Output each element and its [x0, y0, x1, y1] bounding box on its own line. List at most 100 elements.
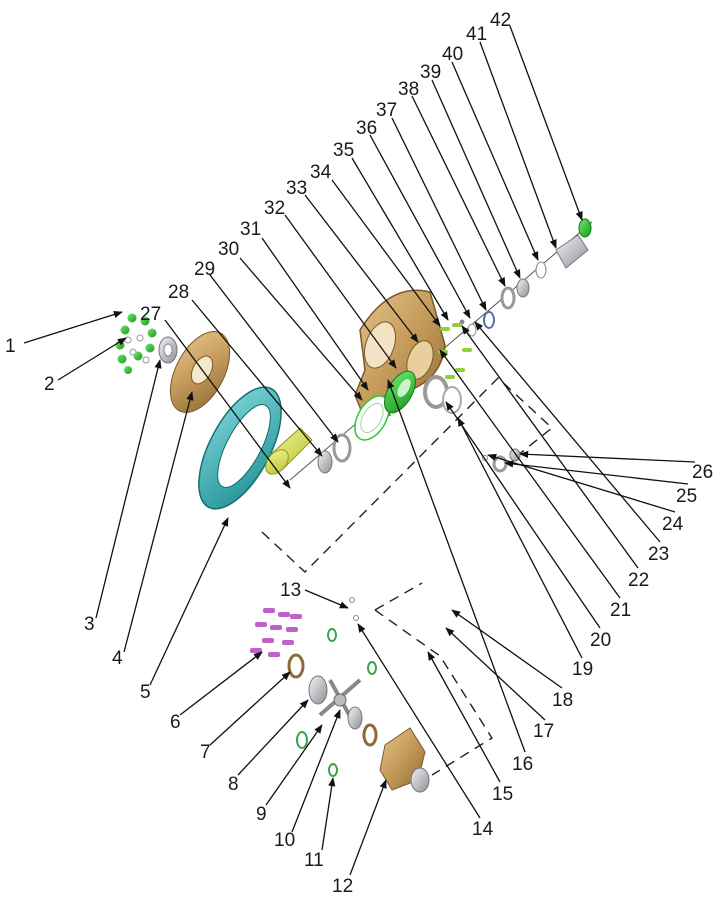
- pinion-washer-part: [328, 763, 338, 777]
- crush-sleeve-part: [354, 395, 390, 441]
- callout-28: 28: [168, 282, 189, 303]
- leader-line-5: [149, 517, 229, 686]
- callout-22: 22: [628, 570, 649, 591]
- leader-line-41: [479, 41, 557, 249]
- callout-19: 19: [572, 659, 593, 680]
- assembly-guide-lines: [261, 377, 554, 776]
- callout-21: 21: [610, 600, 631, 621]
- callout-27: 27: [140, 304, 161, 325]
- leader-line-26: [519, 450, 696, 463]
- leader-line-38: [411, 95, 506, 287]
- callout-25: 25: [676, 486, 697, 507]
- callout-32: 32: [264, 198, 285, 219]
- ring-gear-part: [198, 386, 282, 510]
- spider-washer-b-part: [367, 661, 377, 675]
- leader-line-3: [95, 359, 162, 619]
- callout-2: 2: [44, 374, 55, 395]
- leader-line-20: [445, 401, 601, 629]
- leader-line-27: [164, 319, 291, 489]
- seal-ring-part: [442, 386, 462, 414]
- pin-part: [349, 597, 355, 603]
- pinion-gear-part: [265, 427, 313, 475]
- callout-13: 13: [280, 580, 301, 601]
- leader-line-40: [451, 61, 539, 261]
- spider-washer-part: [327, 628, 337, 642]
- leader-line-37: [391, 117, 487, 311]
- callout-3: 3: [84, 614, 95, 635]
- callout-20: 20: [590, 630, 611, 651]
- leader-line-16: [387, 379, 526, 753]
- callout-4: 4: [112, 648, 123, 669]
- callout-7: 7: [200, 742, 211, 763]
- leader-line-7: [209, 671, 291, 746]
- leader-line-24: [487, 453, 676, 513]
- ring-gear-bolts-part: [250, 608, 302, 657]
- leader-line-15: [427, 651, 501, 783]
- carrier-case-part: [379, 727, 430, 793]
- callout-26: 26: [692, 462, 713, 483]
- leader-line-23: [474, 321, 661, 543]
- leader-line-4: [123, 391, 194, 653]
- callout-23: 23: [648, 544, 669, 565]
- leader-line-39: [431, 79, 521, 279]
- callout-15: 15: [492, 784, 513, 805]
- leader-line-9: [265, 724, 323, 806]
- leader-line-29: [209, 274, 339, 443]
- callout-40: 40: [442, 44, 463, 65]
- callout-18: 18: [552, 690, 573, 711]
- leader-line-31: [261, 237, 369, 391]
- pinion-nut-part: [467, 323, 477, 337]
- shim-part: [296, 731, 308, 749]
- leader-line-35: [351, 157, 449, 321]
- callout-12: 12: [332, 876, 353, 897]
- leader-line-28: [191, 299, 323, 457]
- callout-34: 34: [310, 162, 332, 183]
- callout-8: 8: [228, 774, 239, 795]
- leader-line-10: [291, 709, 341, 833]
- outer-bearing-part: [500, 286, 516, 310]
- callout-33: 33: [286, 178, 307, 199]
- side-gear-part: [308, 675, 328, 705]
- callout-14: 14: [472, 819, 494, 840]
- leader-line-1: [23, 310, 123, 344]
- leader-line-2: [57, 337, 127, 381]
- leader-line-21: [439, 349, 621, 599]
- callout-36: 36: [356, 118, 377, 139]
- callout-31: 31: [240, 219, 261, 240]
- callout-16: 16: [512, 754, 533, 775]
- leader-line-19: [457, 417, 583, 659]
- pinion-seal-part: [483, 311, 495, 329]
- thrust-washer-part: [287, 653, 305, 679]
- leader-line-42: [509, 25, 583, 221]
- callout-10: 10: [274, 830, 295, 851]
- side-washer-part: [362, 723, 378, 747]
- leader-line-8: [237, 699, 309, 776]
- callout-29: 29: [194, 259, 215, 280]
- leader-line-11: [321, 777, 336, 851]
- callout-1: 1: [5, 336, 16, 357]
- leader-line-13: [304, 589, 349, 609]
- leader-line-36: [369, 134, 471, 319]
- callout-11: 11: [304, 850, 324, 871]
- callout-labels: 1 2 3 4 5 6 7 8 9 10 11 12 13 14 15 16 1…: [5, 10, 713, 897]
- callout-30: 30: [218, 239, 239, 260]
- leader-line-30: [239, 257, 363, 401]
- leader-line-18: [451, 609, 563, 689]
- companion-flange-part: [555, 218, 592, 269]
- callout-39: 39: [420, 62, 441, 83]
- leader-line-33: [304, 194, 419, 343]
- parts: [115, 218, 592, 793]
- callout-41: 41: [466, 24, 487, 45]
- side-gear-b-part: [347, 706, 363, 730]
- callout-38: 38: [398, 79, 419, 100]
- callout-42: 42: [490, 10, 511, 31]
- seal-41-part: [535, 261, 547, 279]
- leader-lines: [23, 25, 696, 876]
- leader-line-6: [179, 651, 263, 716]
- washer-set-part: [124, 334, 150, 364]
- leader-line-17: [445, 627, 546, 721]
- callout-9: 9: [256, 804, 267, 825]
- leader-line-25: [504, 460, 689, 485]
- leader-line-22: [461, 325, 639, 569]
